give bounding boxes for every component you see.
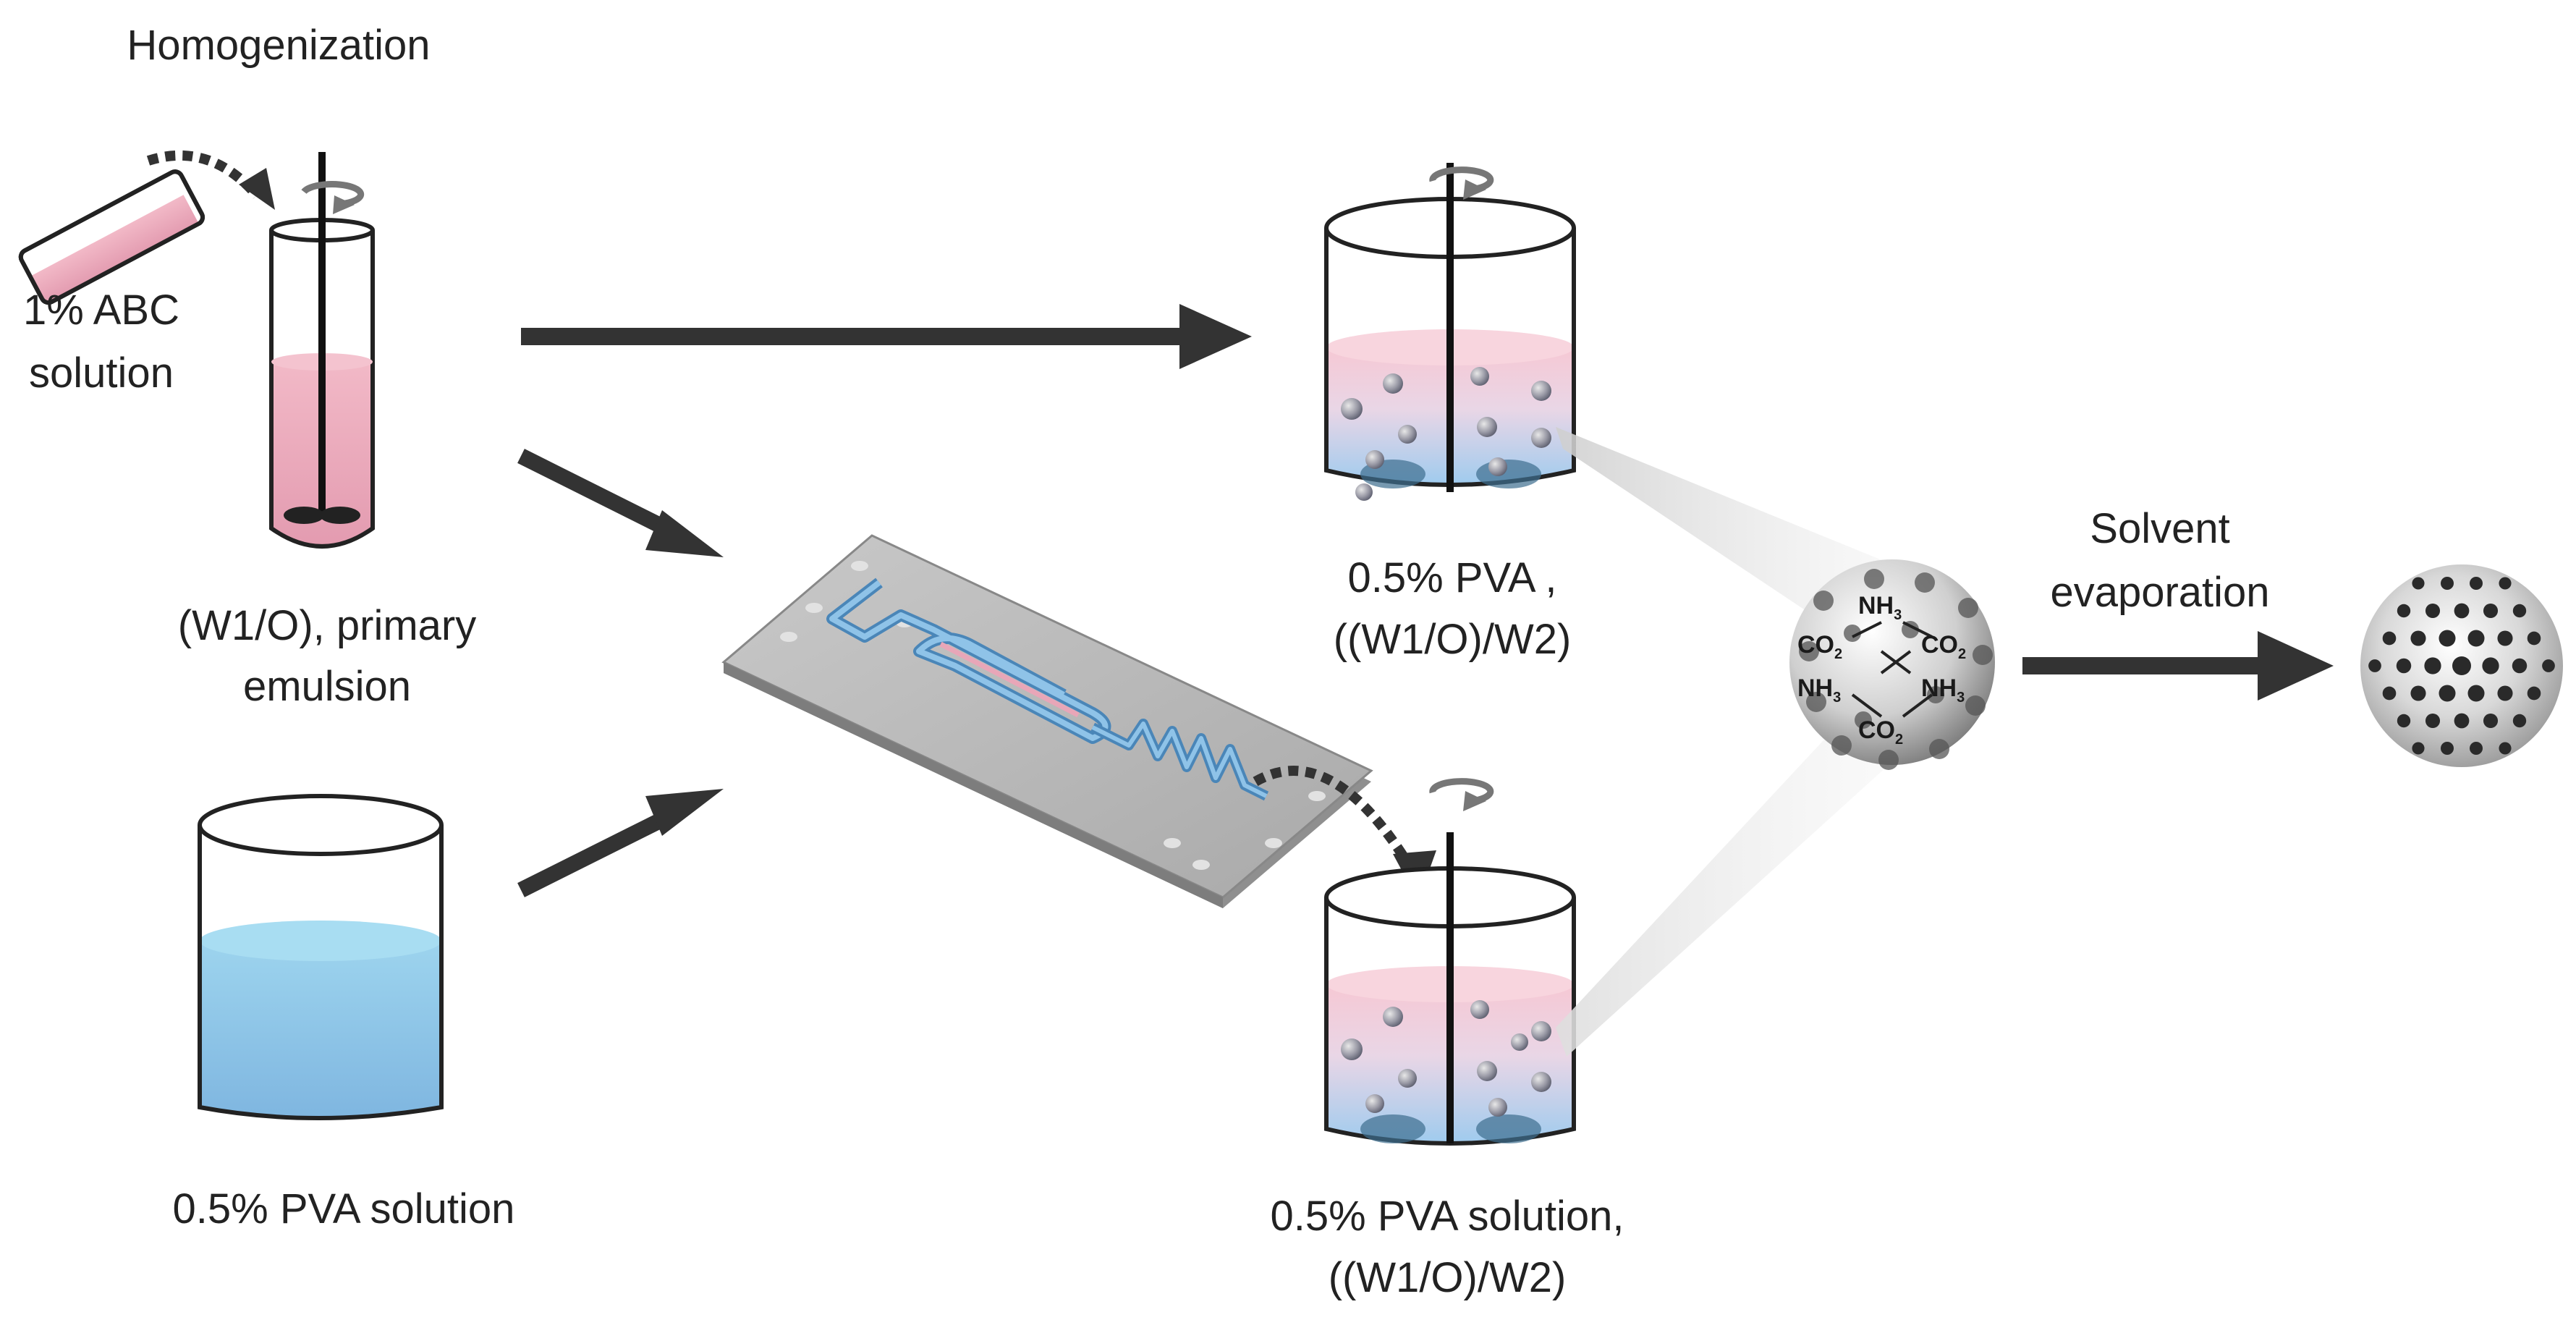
arrow-to-top-beaker bbox=[521, 304, 1252, 369]
abc-solution-tube bbox=[18, 169, 206, 305]
svg-text:CO2: CO2 bbox=[1921, 631, 1966, 662]
pore bbox=[2410, 630, 2426, 646]
svg-text:CO2: CO2 bbox=[1858, 716, 1903, 748]
homogenization-tube bbox=[269, 152, 375, 549]
stir-rotation-icon bbox=[1429, 166, 1494, 193]
pore bbox=[2368, 659, 2381, 672]
top-beaker-label-line2: ((W1/O)/W2) bbox=[1334, 616, 1572, 663]
abc-solution-label-line1: 1% ABC bbox=[23, 287, 179, 334]
pore bbox=[2482, 657, 2499, 674]
pore bbox=[2499, 742, 2512, 755]
top-beaker-label-line1: 0.5% PVA , bbox=[1347, 554, 1556, 601]
pore bbox=[2439, 630, 2456, 647]
bottom-beaker bbox=[1324, 778, 1576, 1146]
bottom-beaker-label-line2: ((W1/O)/W2) bbox=[1329, 1254, 1567, 1301]
solvent-evaporation-label-line2: evaporation bbox=[2050, 569, 2269, 616]
pva-solution-label: 0.5% PVA solution bbox=[173, 1185, 515, 1232]
pore bbox=[2425, 603, 2441, 619]
primary-emulsion-label-line2: emulsion bbox=[243, 663, 411, 710]
pore bbox=[2467, 630, 2485, 647]
pore bbox=[2412, 742, 2425, 755]
porous-particle bbox=[2360, 564, 2563, 767]
pore bbox=[2512, 714, 2527, 728]
pore bbox=[2412, 577, 2425, 590]
zoom-cone-bottom bbox=[1556, 709, 1910, 1057]
pore bbox=[2527, 631, 2541, 646]
pore bbox=[2512, 658, 2528, 674]
pore bbox=[2467, 685, 2485, 702]
svg-text:CO2: CO2 bbox=[1797, 631, 1842, 662]
homogenization-label: Homogenization bbox=[127, 22, 430, 69]
svg-text:NH3: NH3 bbox=[1858, 592, 1902, 623]
pore bbox=[2452, 656, 2471, 675]
pore bbox=[2469, 741, 2483, 756]
pore bbox=[2397, 714, 2411, 728]
pore bbox=[2512, 604, 2527, 618]
pore bbox=[2454, 713, 2470, 729]
pore bbox=[2469, 576, 2483, 591]
pore bbox=[2382, 631, 2397, 646]
chip-outflow-arrow bbox=[1253, 766, 1415, 871]
pore bbox=[2397, 604, 2411, 618]
evaporation-arrow bbox=[2022, 631, 2334, 701]
pore bbox=[2396, 658, 2412, 674]
svg-text:NH3: NH3 bbox=[1797, 674, 1841, 706]
pore bbox=[2483, 603, 2499, 619]
pore bbox=[2497, 630, 2513, 646]
pore bbox=[2439, 685, 2456, 702]
pore bbox=[2425, 713, 2441, 729]
svg-text:NH3: NH3 bbox=[1921, 674, 1965, 706]
pore bbox=[2382, 686, 2397, 701]
pore bbox=[2454, 603, 2470, 619]
pore bbox=[2499, 577, 2512, 590]
pore bbox=[2542, 659, 2555, 672]
pore bbox=[2497, 685, 2513, 701]
pore bbox=[2440, 576, 2454, 591]
top-beaker bbox=[1324, 163, 1576, 501]
pore bbox=[2440, 741, 2454, 756]
pva-beaker bbox=[198, 794, 444, 1120]
solvent-evaporation-label-line1: Solvent bbox=[2090, 505, 2229, 552]
bottom-beaker-label-line1: 0.5% PVA solution, bbox=[1270, 1193, 1624, 1240]
microfluidic-chip bbox=[721, 534, 1373, 908]
pore bbox=[2527, 686, 2541, 701]
pore bbox=[2410, 685, 2426, 701]
pore bbox=[2483, 713, 2499, 729]
particle-sphere: NH3 CO2 CO2 NH3 NH3 CO2 bbox=[1789, 559, 1995, 770]
arrow-to-chip-top bbox=[517, 449, 724, 557]
abc-solution-label-line2: solution bbox=[29, 350, 174, 397]
primary-emulsion-label-line1: (W1/O), primary bbox=[178, 602, 476, 649]
pour-arrow-head bbox=[239, 168, 275, 210]
arrow-to-chip-bottom bbox=[517, 789, 724, 897]
pore bbox=[2424, 657, 2441, 674]
stir-rotation-icon bbox=[1429, 778, 1494, 805]
rotation-icon bbox=[301, 181, 365, 208]
